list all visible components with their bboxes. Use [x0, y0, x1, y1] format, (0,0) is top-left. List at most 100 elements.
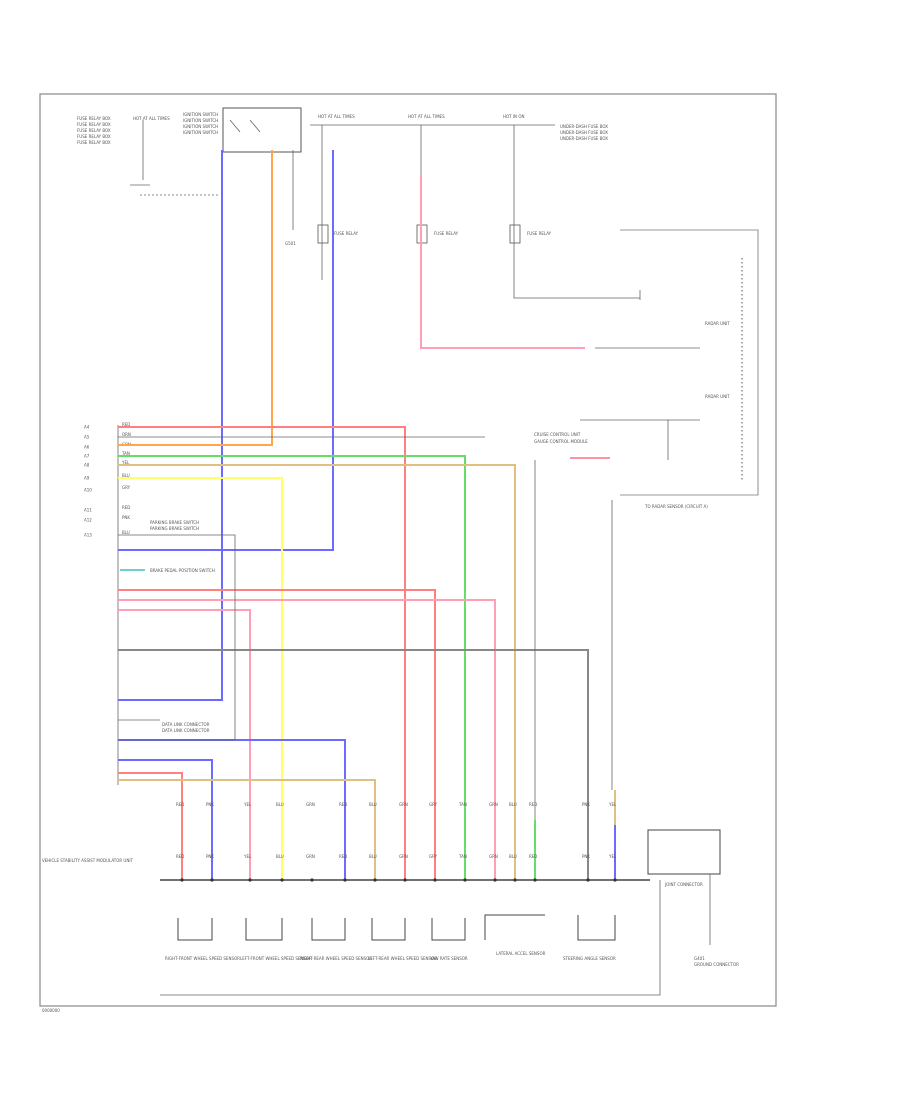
bus-pin-label-upper: GRN [489, 802, 498, 807]
svg-text:HOT IN ON: HOT IN ON [503, 114, 524, 119]
bus-pin-label-upper: GRY [429, 802, 438, 807]
svg-text:RIGHT-REAR WHEEL SPEED SENSOR: RIGHT-REAR WHEEL SPEED SENSOR [300, 956, 372, 961]
pin-color-label: TAN [121, 451, 130, 456]
svg-text:IGNITION SWITCH: IGNITION SWITCH [183, 112, 218, 117]
bus-pin-label-upper: BLU [369, 802, 377, 807]
bus-pin-label-upper: GRN [306, 802, 315, 807]
svg-text:LEFT-REAR WHEEL SPEED SENSOR: LEFT-REAR WHEEL SPEED SENSOR [368, 956, 437, 961]
bus-junction-dot [180, 878, 184, 882]
svg-text:IGNITION SWITCH: IGNITION SWITCH [183, 124, 218, 129]
colored-wires [118, 150, 616, 880]
svg-text:RIGHT-FRONT WHEEL SPEED SENSOR: RIGHT-FRONT WHEEL SPEED SENSOR [165, 956, 240, 961]
ground-top: G501 [285, 150, 296, 246]
svg-text:GAUGE CONTROL MODULE: GAUGE CONTROL MODULE [534, 439, 588, 444]
pin-color-label: PNK [122, 515, 130, 520]
sensor-rf: RIGHT-FRONT WHEEL SPEED SENSOR [165, 918, 240, 961]
bus-pin-label: PNK [582, 854, 590, 859]
pin-code-label: A7 [84, 454, 90, 459]
sensor-lr: LEFT-REAR WHEEL SPEED SENSOR [368, 918, 437, 961]
bus-junction-dot [210, 878, 214, 882]
svg-text:UNDER-DASH FUSE BOX: UNDER-DASH FUSE BOX [560, 124, 608, 129]
sensor-rr: RIGHT-REAR WHEEL SPEED SENSOR [300, 918, 372, 961]
bus-junction-dot [248, 878, 252, 882]
pin-code-label: A13 [84, 533, 92, 538]
svg-text:FUSE RELAY: FUSE RELAY [434, 231, 459, 236]
svg-text:IGNITION SWITCH: IGNITION SWITCH [183, 118, 218, 123]
svg-text:FUSE RELAY: FUSE RELAY [334, 231, 359, 236]
bus-junction-dot [463, 878, 467, 882]
bus-junction-dot [433, 878, 437, 882]
vsa-module-pinout: VEHICLE STABILITY ASSIST MODULATOR UNIT [42, 425, 134, 863]
bus-pin-label: RED [176, 854, 184, 859]
pin-code-label: A9 [84, 476, 90, 481]
pin-code-label: A6 [84, 445, 90, 450]
bus-junction-dot [343, 878, 347, 882]
pin-color-label: YEL [121, 460, 130, 465]
bus-junction-dot [493, 878, 497, 882]
bus-pin-label: PNK [206, 854, 214, 859]
bus-pin-label-upper: RED [529, 802, 537, 807]
bus-pin-label-upper: RED [176, 802, 184, 807]
bus-pin-label: YEL [243, 854, 252, 859]
cruise-control-note: CRUISE CONTROL UNIT GAUGE CONTROL MODULE [534, 432, 610, 459]
svg-text:FUSE RELAY BOX: FUSE RELAY BOX [77, 128, 111, 133]
svg-text:GROUND CONNECTOR: GROUND CONNECTOR [694, 962, 739, 967]
ignition-switch: IGNITION SWITCH IGNITION SWITCH IGNITION… [140, 107, 302, 196]
svg-text:LEFT-FRONT WHEEL SPEED SENSOR: LEFT-FRONT WHEEL SPEED SENSOR [240, 956, 312, 961]
sensor-lf: LEFT-FRONT WHEEL SPEED SENSOR [240, 918, 312, 961]
pin-color-label: GRY [122, 485, 131, 490]
svg-text:VEHICLE STABILITY ASSIST MODUL: VEHICLE STABILITY ASSIST MODULATOR UNIT [42, 858, 134, 863]
relay-3: FUSE RELAY [509, 224, 552, 244]
bus-junction-dot [586, 878, 590, 882]
bus-junction-dot [280, 878, 284, 882]
bus-junction-dot [533, 878, 537, 882]
pin-code-label: A12 [84, 518, 92, 523]
svg-text:RADAR UNIT: RADAR UNIT [705, 321, 730, 326]
bus-pin-label-upper: YEL [243, 802, 252, 807]
pin-color-label: BLU [122, 530, 130, 535]
svg-text:FUSE RELAY BOX: FUSE RELAY BOX [77, 116, 111, 121]
radar-unit-box: RADAR UNIT RADAR UNIT TO RADAR SENSOR (C… [620, 229, 759, 509]
sensor-lateral: LATERAL ACCEL SENSOR [484, 914, 546, 956]
bus-pin-label: GRN [399, 854, 408, 859]
relay-2: FUSE RELAY [416, 224, 459, 244]
relay-1: FUSE RELAY [317, 224, 359, 244]
svg-text:DATA LINK CONNECTOR: DATA LINK CONNECTOR [162, 722, 210, 727]
ground-return [160, 880, 661, 996]
svg-text:FUSE RELAY BOX: FUSE RELAY BOX [77, 134, 111, 139]
svg-text:UNDER-DASH FUSE BOX: UNDER-DASH FUSE BOX [560, 136, 608, 141]
svg-text:UNDER-DASH FUSE BOX: UNDER-DASH FUSE BOX [560, 130, 608, 135]
bus-pin-label: RED [529, 854, 537, 859]
bus-pin-label: BLU [509, 854, 517, 859]
svg-text:FUSE RELAY: FUSE RELAY [527, 231, 552, 236]
pin-color-label: RED [122, 505, 130, 510]
svg-text:PARKING BRAKE SWITCH: PARKING BRAKE SWITCH [150, 520, 199, 525]
bus-pin-label: YEL [608, 854, 617, 859]
svg-text:LATERAL ACCEL SENSOR: LATERAL ACCEL SENSOR [496, 951, 546, 956]
bus-junction-dot [373, 878, 377, 882]
svg-text:G501: G501 [285, 241, 296, 246]
bus-pin-label-upper: BLU [509, 802, 517, 807]
svg-text:FUSE RELAY BOX: FUSE RELAY BOX [77, 122, 111, 127]
bus-pin-label-upper: YEL [608, 802, 617, 807]
pin-color-label: RED [122, 422, 130, 427]
bus-pin-label: GRN [489, 854, 498, 859]
svg-text:PARKING BRAKE SWITCH: PARKING BRAKE SWITCH [150, 526, 199, 531]
svg-text:HOT AT ALL TIMES: HOT AT ALL TIMES [408, 114, 445, 119]
pin-code-label: A5 [84, 435, 90, 440]
svg-text:RADAR UNIT: RADAR UNIT [705, 394, 730, 399]
fuse-relay-box-left: FUSE RELAY BOX FUSE RELAY BOX FUSE RELAY… [77, 116, 170, 186]
bus-pin-label-upper: RED [339, 802, 347, 807]
bus-connection-points: REDREDPNKPNKYELYELBLUBLUGRNGRNREDREDBLUB… [176, 802, 617, 882]
joint-connector: JOINT CONNECTOR G401 GROUND CONNECTOR [647, 829, 739, 967]
bus-pin-label-upper: TAN [458, 802, 467, 807]
pin-code-label: A10 [84, 488, 92, 493]
svg-text:BRAKE PEDAL POSITION SWITCH: BRAKE PEDAL POSITION SWITCH [150, 568, 215, 573]
diagram-frame [39, 93, 777, 1007]
svg-text:YAW RATE SENSOR: YAW RATE SENSOR [429, 956, 468, 961]
sensor-yaw: YAW RATE SENSOR [429, 918, 468, 961]
corner-text: 0000000 [42, 1008, 60, 1013]
bus-pin-label-upper: PNK [206, 802, 214, 807]
